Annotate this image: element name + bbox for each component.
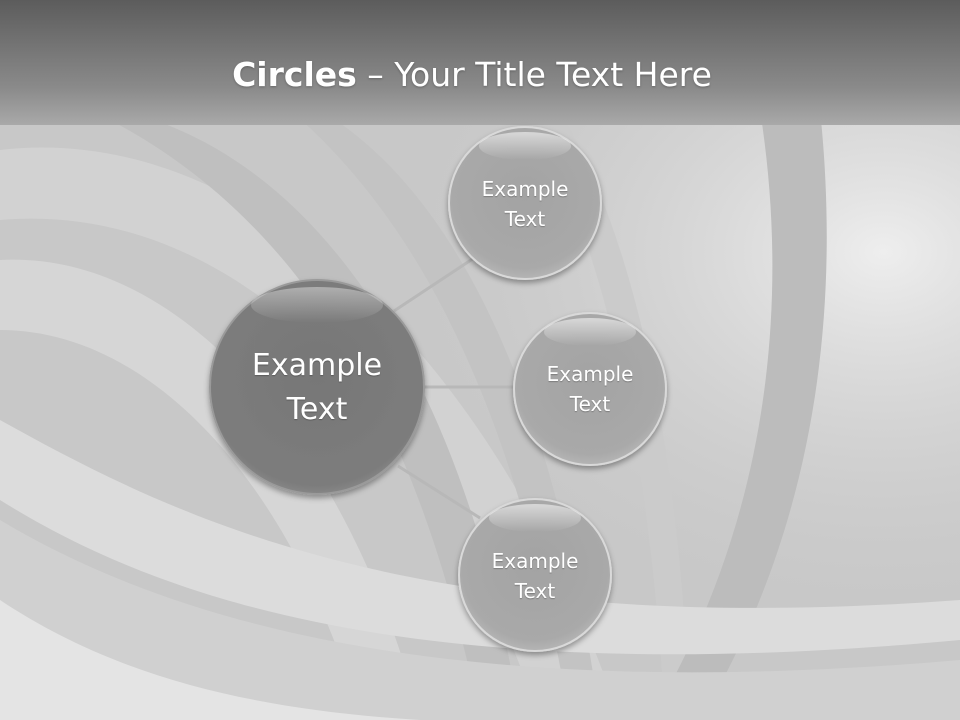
title-bold-word: Circles [232,55,357,94]
satellite-circle-top [448,126,602,280]
title-separator: – [356,55,395,94]
slide-title: Circles – Your Title Text Here [0,52,944,98]
connector-line-bottom [397,464,481,520]
center-label-line2: Text [286,392,348,427]
satellite-middle-label: Example Text [515,359,665,419]
satellite-middle-label-line1: Example [546,362,634,386]
connector-line-top [393,256,475,313]
center-circle [209,279,425,495]
satellite-middle-label-line2: Text [569,392,611,416]
satellite-bottom-label: Example Text [460,546,610,606]
title-rest: Your Title Text Here [394,55,712,94]
satellite-circle-middle [513,312,667,466]
satellite-top-label-line1: Example [481,177,569,201]
center-label-line1: Example [251,348,383,383]
center-circle-label: Example Text [212,344,422,432]
satellite-bottom-label-line2: Text [514,579,556,603]
satellite-circle-bottom [458,498,612,652]
satellite-top-label: Example Text [450,174,600,234]
satellite-bottom-label-line1: Example [491,549,579,573]
satellite-top-label-line2: Text [504,207,546,231]
